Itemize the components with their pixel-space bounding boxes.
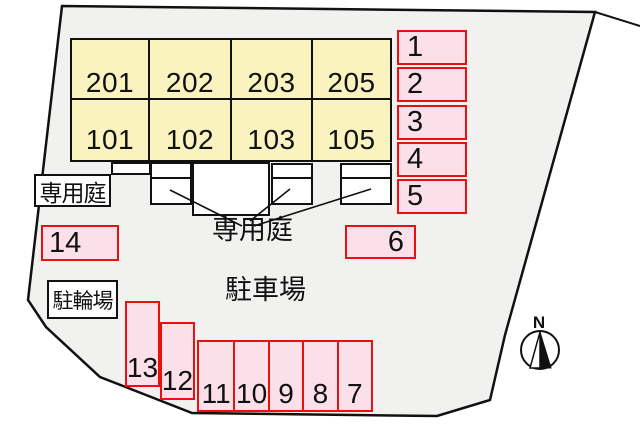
parking-spot: 7 bbox=[336, 342, 371, 410]
parking-spot: 2 bbox=[397, 67, 467, 102]
parking-spot: 3 bbox=[397, 105, 467, 140]
entrance-box-center bbox=[192, 162, 270, 216]
parking-spot: 14 bbox=[41, 225, 119, 261]
building: 201 202 203 205 101 102 103 105 bbox=[70, 38, 392, 162]
parking-lot-label: 駐車場 bbox=[225, 275, 306, 305]
private-garden-label: 専用庭 bbox=[212, 215, 293, 245]
unit-cell: 101 bbox=[72, 100, 150, 160]
garden-box-divider bbox=[273, 177, 311, 179]
parking-spot: 9 bbox=[267, 342, 302, 410]
boundary-extension-line bbox=[594, 11, 640, 27]
garden-box-under-105 bbox=[340, 163, 392, 205]
unit-cell: 103 bbox=[232, 100, 313, 160]
garden-box-divider bbox=[342, 177, 390, 179]
unit-cell: 203 bbox=[232, 40, 313, 100]
parking-spot: 10 bbox=[233, 342, 267, 410]
bicycle-parking-label: 駐輪場 bbox=[52, 289, 114, 313]
parking-spot: 11 bbox=[201, 378, 231, 409]
parking-spot: 12 bbox=[160, 322, 195, 400]
garden-box-under-102 bbox=[150, 162, 192, 205]
parking-spot: 1 bbox=[397, 30, 467, 65]
garden-box-under-103 bbox=[271, 163, 313, 205]
parking-spot: 8 bbox=[302, 342, 336, 410]
compass-north-label: N bbox=[533, 313, 545, 332]
parking-spot: 6 bbox=[345, 225, 416, 259]
private-garden-left-box: 専用庭 bbox=[34, 174, 111, 207]
parking-spot: 13 bbox=[125, 301, 160, 387]
unit-cell: 102 bbox=[150, 100, 232, 160]
parking-row: 11 10 9 8 7 bbox=[197, 340, 373, 412]
compass-needle-right bbox=[539, 331, 552, 369]
unit-cell: 105 bbox=[327, 124, 376, 155]
garden-box-divider bbox=[152, 177, 190, 179]
unit-cell: 201 bbox=[72, 40, 150, 100]
unit-cell: 202 bbox=[150, 40, 232, 100]
parking-spot: 4 bbox=[397, 142, 467, 177]
bicycle-parking-box: 駐輪場 bbox=[47, 280, 118, 319]
entrance-step-box bbox=[111, 162, 151, 175]
unit-cell: 205 bbox=[313, 40, 390, 100]
parking-spot: 5 bbox=[397, 179, 467, 214]
compass-icon: N bbox=[520, 313, 560, 370]
private-garden-left-label: 専用庭 bbox=[39, 179, 107, 206]
